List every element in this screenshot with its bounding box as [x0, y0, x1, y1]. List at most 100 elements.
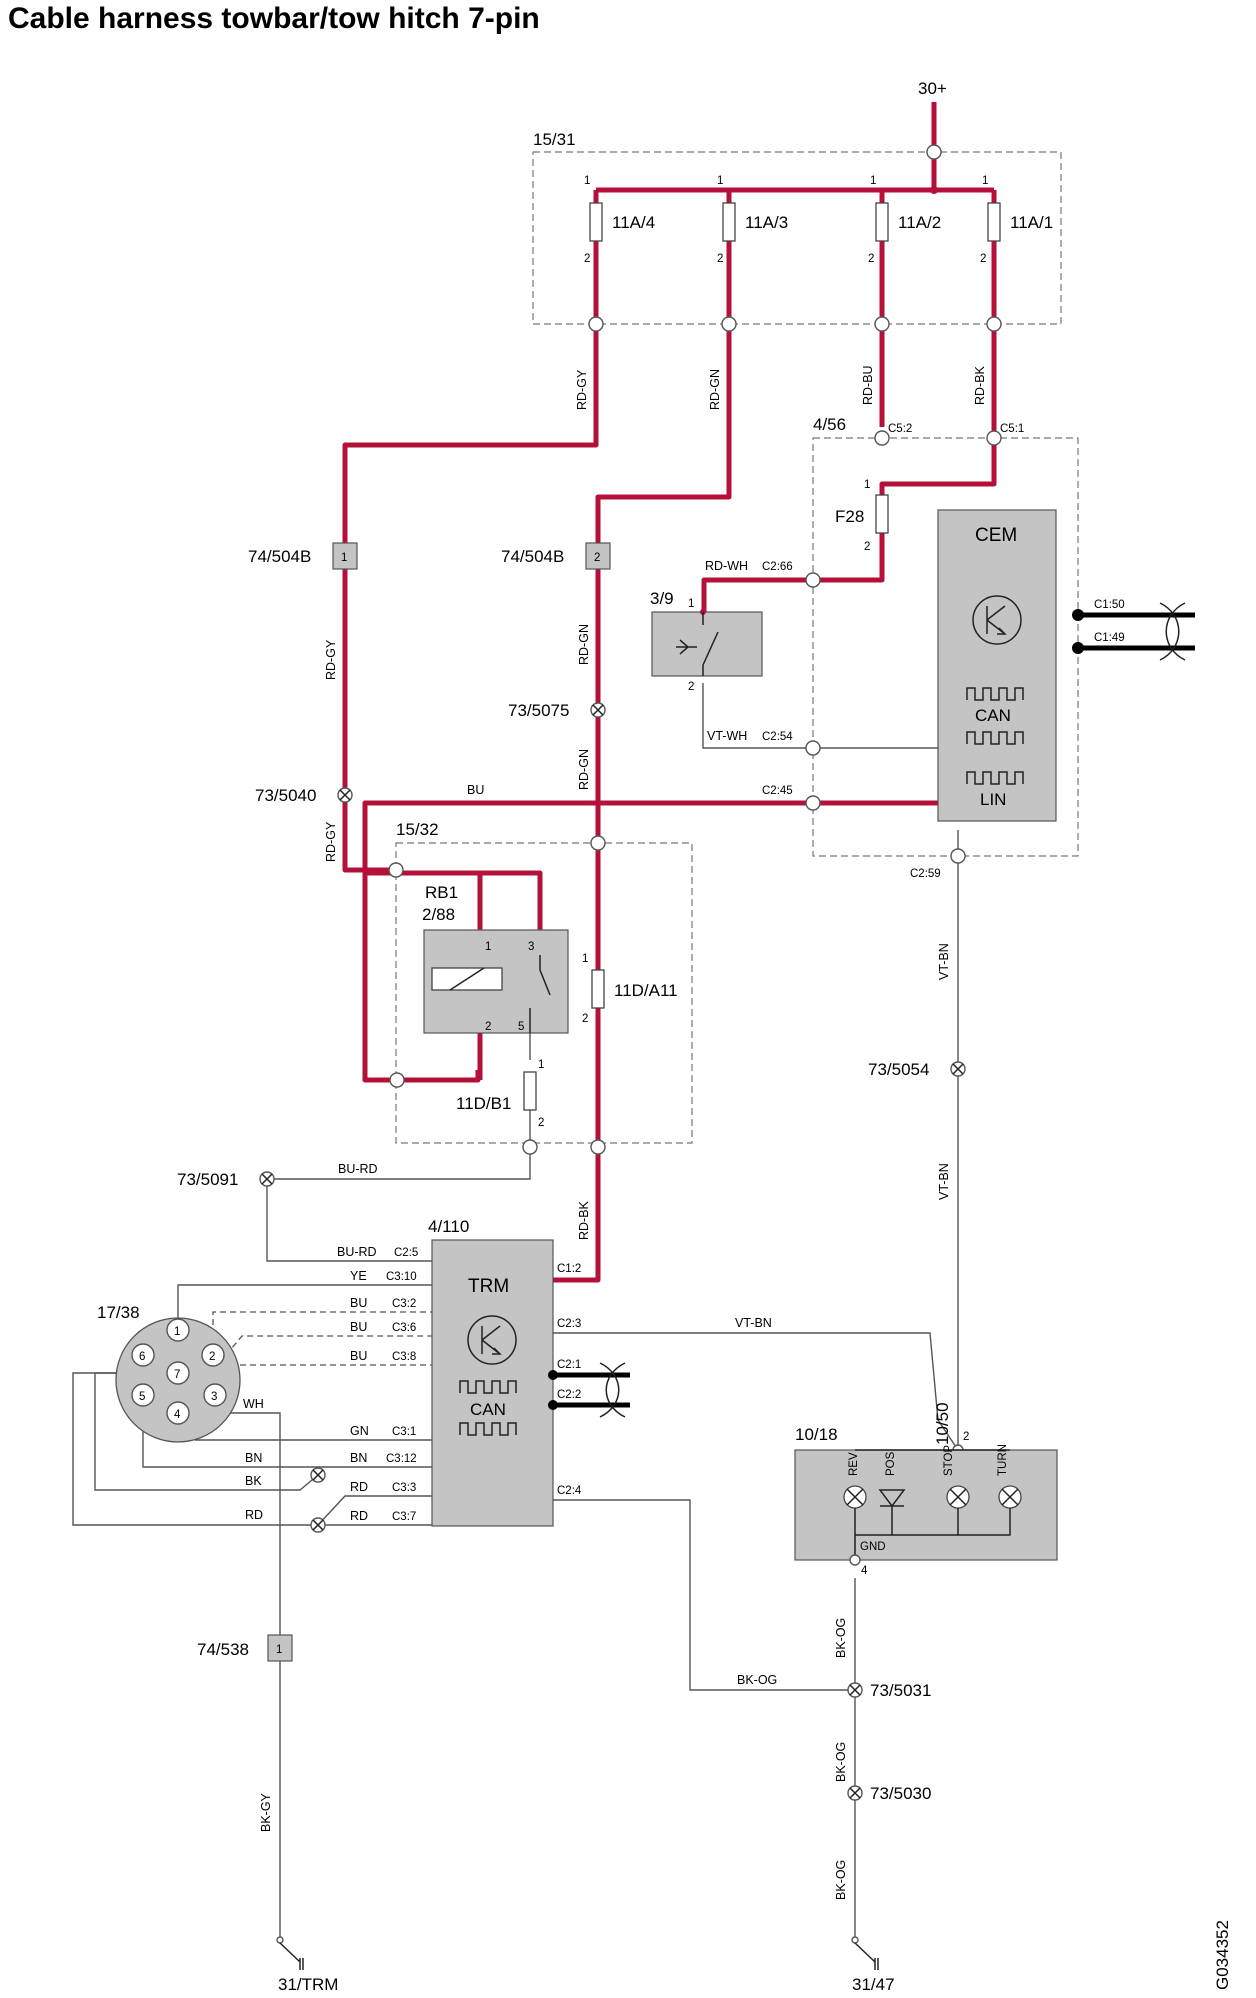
svg-text:2: 2: [594, 552, 600, 564]
svg-text:2: 2: [980, 253, 986, 265]
splice-rd: [310, 1517, 326, 1533]
svg-text:1: 1: [688, 598, 694, 610]
wire-label-rd-gn-1: RD-GN: [708, 369, 722, 410]
cem-pin-c1-49: C1:49: [1094, 632, 1125, 644]
wire-label-bn-1: BN: [350, 1451, 367, 1465]
wire-label-ye: YE: [350, 1269, 367, 1283]
wire-label-bn-2: BN: [245, 1451, 262, 1465]
wire-label-bu-rd-2: BU-RD: [337, 1245, 377, 1259]
cem-conn-c2-45: [805, 795, 821, 811]
trm-can-node-1: [548, 1370, 558, 1380]
svg-text:1: 1: [276, 1644, 282, 1656]
svg-text:1: 1: [717, 175, 723, 187]
svg-text:1: 1: [584, 175, 590, 187]
svg-text:6: 6: [139, 1351, 145, 1363]
ground-31-47: 31/47: [851, 1936, 895, 1994]
svg-text:TURN: TURN: [997, 1444, 1009, 1476]
wire-label-bk: BK: [245, 1474, 262, 1488]
trm-pin-c3-2: C3:2: [392, 1298, 416, 1310]
cem-can-node-1: [1072, 609, 1084, 621]
svg-text:3: 3: [211, 1391, 217, 1403]
cem-conn-c2-54: [805, 740, 821, 756]
fusebox-exit-2: [721, 316, 737, 332]
fuse-11a4: 11A/4 1 2: [584, 175, 655, 265]
fusebox-exit-1: [588, 316, 604, 332]
wire-label-rd-bk-1: RD-BK: [973, 365, 987, 405]
svg-text:11A/3: 11A/3: [745, 213, 788, 232]
fuse-11d-b1: 11D/B1 1 2: [456, 1059, 544, 1129]
svg-text:11A/2: 11A/2: [898, 213, 941, 232]
trm-pin-c2-1: C2:1: [557, 1359, 581, 1371]
svg-text:74/504B: 74/504B: [248, 547, 311, 566]
svg-text:73/5075: 73/5075: [508, 701, 569, 720]
fusebox-exit-4: [986, 316, 1002, 332]
svg-text:GND: GND: [860, 1541, 886, 1553]
relay-box-exit-bot-left: [389, 1072, 405, 1088]
svg-text:10/18: 10/18: [795, 1425, 838, 1444]
wire-label-vt-bn-2: VT-BN: [937, 1163, 951, 1200]
splice-73-5031: 73/5031: [847, 1681, 931, 1700]
svg-text:2: 2: [584, 253, 590, 265]
fusebox-15-31: [532, 151, 1062, 325]
svg-text:11D/B1: 11D/B1: [456, 1094, 511, 1113]
trm-pin-c3-1: C3:1: [392, 1426, 416, 1438]
svg-text:CEM: CEM: [975, 525, 1017, 546]
supply-label: 30+: [918, 79, 947, 98]
trm-pin-c3-7: C3:7: [392, 1511, 416, 1523]
svg-text:2: 2: [864, 541, 870, 553]
wire-label-bu: BU: [467, 783, 484, 797]
cem-module: CEM CAN LIN: [937, 509, 1057, 822]
wire-label-rd-2: RD: [350, 1509, 368, 1523]
cem-pin-c5-1: C5:1: [1000, 423, 1024, 435]
cem-can-twist: [1159, 602, 1186, 661]
splice-73-5091: 73/5091: [177, 1170, 275, 1189]
svg-text:POS: POS: [885, 1451, 897, 1476]
wire-label-bu-c3-6: BU: [350, 1320, 367, 1334]
svg-text:1: 1: [485, 941, 491, 953]
wire-label-rd-wh: RD-WH: [705, 559, 748, 573]
trm-pin-c2-4: C2:4: [557, 1485, 582, 1497]
svg-text:4/110: 4/110: [428, 1217, 469, 1236]
wire-ye: [177, 1284, 432, 1330]
svg-text:73/5054: 73/5054: [868, 1060, 929, 1079]
cem-conn-c5-2: [874, 430, 890, 446]
svg-text:F28: F28: [835, 507, 864, 526]
trm-pin-c3-8: C3:8: [392, 1351, 416, 1363]
svg-text:5: 5: [518, 1021, 524, 1033]
wire-label-vt-wh: VT-WH: [707, 729, 747, 743]
svg-text:1: 1: [341, 552, 347, 564]
splice-73-5040: 73/5040: [255, 786, 353, 805]
relay-box-entry-top: [590, 835, 606, 851]
cem-conn-c5-1: [986, 430, 1002, 446]
lamp-gnd-node: [849, 1554, 861, 1566]
svg-text:CAN: CAN: [975, 706, 1011, 725]
wire-label-vt-bn-1: VT-BN: [937, 943, 951, 980]
wire-label-bu-rd-1: BU-RD: [338, 1162, 378, 1176]
svg-text:STOP: STOP: [943, 1445, 955, 1476]
svg-text:TRM: TRM: [468, 1276, 509, 1297]
trm-pin-c3-10: C3:10: [386, 1271, 417, 1283]
wire-label-rd-1: RD: [350, 1480, 368, 1494]
svg-text:4: 4: [174, 1409, 181, 1421]
relay-rb1: RB1 2/88 1 2 3 5: [422, 883, 569, 1034]
cem-pin-c2-66: C2:66: [762, 561, 793, 573]
fuse-11a1: 11A/1 1 2: [980, 175, 1053, 265]
wire-wh: [228, 1412, 281, 1940]
svg-text:73/5040: 73/5040: [255, 786, 316, 805]
lamp-pin-feed: 2: [963, 1431, 969, 1443]
wire-label-rd-gn-2: RD-GN: [577, 624, 591, 665]
svg-text:11A/4: 11A/4: [612, 213, 655, 232]
svg-text:5: 5: [139, 1391, 145, 1403]
cem-conn-c2-59: [950, 848, 966, 864]
figure-id: G034352: [1213, 1920, 1232, 1990]
splice-73-5075: 73/5075: [508, 701, 606, 720]
fusebox-exit-3: [874, 316, 890, 332]
svg-text:2: 2: [209, 1351, 215, 1363]
wire-label-bk-og-2: BK-OG: [834, 1742, 848, 1782]
cem-pin-c2-54: C2:54: [762, 731, 793, 743]
trm-pin-c1-2: C1:2: [557, 1263, 581, 1275]
relay-box-exit-bot-right: [590, 1139, 606, 1155]
wire-label-rd-gn-3: RD-GN: [577, 749, 591, 790]
trm-pin-c3-12: C3:12: [386, 1453, 417, 1465]
wire-vt-wh: [702, 683, 938, 749]
